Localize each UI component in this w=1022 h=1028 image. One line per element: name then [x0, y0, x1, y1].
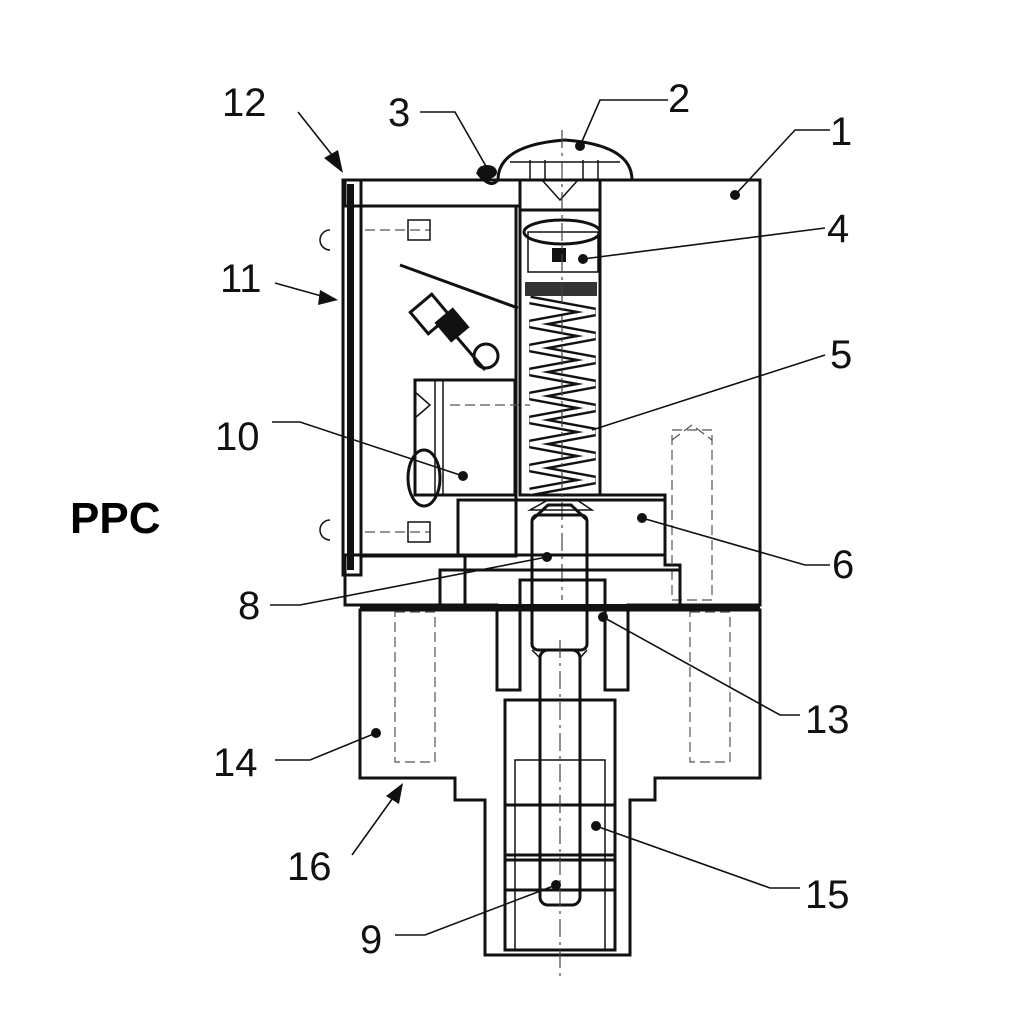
arrow-12-head: [324, 150, 343, 173]
arrows: [274, 111, 403, 856]
arrow-11-head: [318, 290, 338, 305]
lower-body: [358, 608, 762, 957]
adjusting-screw: [475, 138, 634, 212]
arrow-16-head: [386, 783, 403, 804]
plunger-pin: [530, 503, 589, 980]
piston-plate: [456, 498, 667, 557]
callout-labels: 1 2 3 4 5 6 8 9 10 11 12 13 14 15 16: [213, 77, 854, 962]
callout-8: 8: [238, 584, 260, 628]
callout-14: 14: [213, 741, 258, 785]
callout-15: 15: [805, 873, 850, 917]
callout-11: 11: [220, 257, 262, 301]
diagram-title: PPC: [70, 494, 160, 543]
microswitch: [399, 263, 530, 508]
callout-1: 1: [830, 110, 852, 154]
callout-2: 2: [668, 77, 690, 121]
callout-13: 13: [805, 698, 850, 742]
callout-4: 4: [827, 207, 849, 251]
callout-16: 16: [287, 845, 332, 889]
spring-assembly: [518, 130, 602, 600]
callout-10: 10: [215, 415, 260, 459]
callout-12: 12: [222, 81, 267, 125]
callout-3: 3: [388, 91, 410, 135]
callout-5: 5: [830, 333, 852, 377]
side-cover: [319, 178, 518, 577]
leader-lines: [270, 99, 830, 936]
callout-9: 9: [360, 918, 382, 962]
callout-6: 6: [832, 543, 854, 587]
